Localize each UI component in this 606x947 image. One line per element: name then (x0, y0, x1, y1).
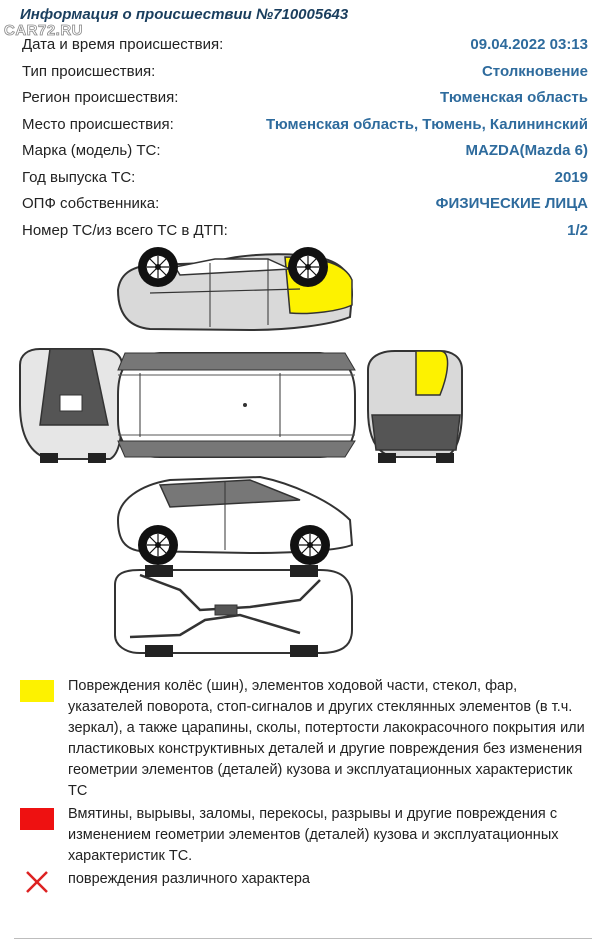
detail-label: Место происшествия: (22, 115, 174, 133)
legend-item-minor-damage: Повреждения колёс (шин), элементов ходов… (18, 676, 593, 802)
legend-text: Вмятины, вырывы, заломы, перекосы, разры… (68, 806, 559, 864)
yellow-swatch-icon (20, 680, 54, 702)
damage-legend: Повреждения колёс (шин), элементов ходов… (18, 676, 593, 893)
red-swatch-icon (20, 808, 54, 830)
detail-label: Номер ТС/из всего ТС в ДТП: (22, 221, 228, 239)
detail-row-type: Тип происшествия: Столкновение (22, 63, 588, 90)
watermark: CAR72.RU (4, 22, 84, 40)
car-rear-view (19, 348, 123, 463)
detail-value: Тюменская область, Тюмень, Калининский (265, 115, 588, 133)
detail-row-place: Место происшествия: Тюменская область, Т… (22, 116, 588, 143)
cross-icon (26, 871, 48, 893)
car-damage-diagram (19, 246, 463, 657)
bottom-divider (14, 938, 592, 939)
car-underside-view (114, 565, 353, 657)
legend-item-various-damage: повреждения различного характера (18, 869, 593, 893)
car-side-view-left (116, 475, 354, 566)
detail-label: Год выпуска ТС: (22, 168, 136, 186)
car-side-view-right (116, 246, 354, 332)
detail-row-owner: ОПФ собственника: ФИЗИЧЕСКИЕ ЛИЦА (22, 195, 588, 222)
legend-item-geometry-damage: Вмятины, вырывы, заломы, перекосы, разры… (18, 804, 593, 867)
detail-value: 09.04.2022 03:13 (470, 36, 588, 53)
car-front-view (367, 350, 463, 463)
detail-row-datetime: Дата и время происшествия: 09.04.2022 03… (22, 36, 588, 63)
detail-label: Тип происшествия: (22, 62, 156, 80)
detail-value: Тюменская область (439, 89, 588, 106)
detail-value: 1/2 (567, 221, 588, 239)
detail-row-year: Год выпуска ТС: 2019 (22, 169, 588, 196)
detail-row-model: Марка (модель) ТС: MAZDA(Mazda 6) (22, 142, 588, 169)
detail-row-vehicle-number: Номер ТС/из всего ТС в ДТП: 1/2 (22, 222, 588, 249)
page-title: Информация о происшествии №710005643 (20, 6, 349, 23)
detail-value: 2019 (554, 168, 588, 186)
detail-row-region: Регион происшествия: Тюменская область (22, 89, 588, 116)
detail-value: ФИЗИЧЕСКИЕ ЛИЦА (435, 195, 588, 212)
detail-value: Столкновение (481, 62, 588, 80)
detail-label: ОПФ собственника: (22, 195, 160, 212)
damage-zone-front-right (415, 350, 449, 396)
incident-details: Дата и время происшествия: 09.04.2022 03… (22, 36, 588, 248)
legend-text: Повреждения колёс (шин), элементов ходов… (68, 678, 585, 799)
detail-value: MAZDA(Mazda 6) (465, 142, 589, 159)
detail-label: Регион происшествия: (22, 89, 179, 106)
car-top-view (117, 352, 356, 458)
legend-text: повреждения различного характера (68, 871, 310, 887)
detail-label: Марка (модель) ТС: (22, 142, 161, 159)
detail-label: Дата и время происшествия: (22, 36, 224, 53)
